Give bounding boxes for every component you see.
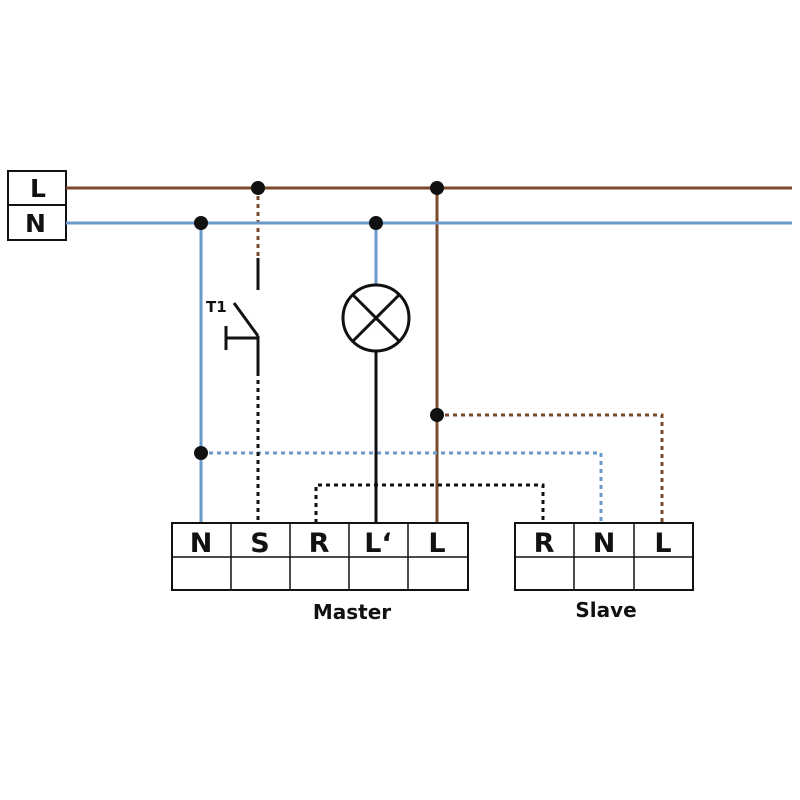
slave-terminal-l: L [654,528,671,559]
junction-dot [369,216,383,230]
junction-dot [430,181,444,195]
master-terminal-r: R [309,528,330,559]
junction-dots [194,181,444,460]
master-terminal-n: N [190,528,213,559]
slave-terminal-n: N [593,528,616,559]
lamp-cross-b [351,293,401,343]
phase-to-slave-l [437,413,664,523]
master-terminal-l-prime: L‘ [364,528,391,559]
junction-dot [194,446,208,460]
master-terminal-l: L [428,528,445,559]
junction-dot [194,216,208,230]
master-r-to-slave-r [314,483,545,523]
supply-labels: L N [7,170,67,241]
slave-terminal-block: R N L Slave [514,522,694,622]
junction-dot [430,408,444,422]
switch-label: T1 [206,298,227,316]
line-label: L [30,174,46,203]
slave-caption: Slave [575,598,636,622]
push-button-switch [224,258,260,372]
control-wiring [256,352,545,523]
junction-dot [251,181,265,195]
switch-blade [232,302,260,337]
master-terminal-block: N S R L‘ L Master [171,522,469,624]
slave-terminal-r: R [534,528,555,559]
master-caption: Master [313,600,391,624]
phase-wiring [66,186,792,523]
lamp-icon [341,283,411,353]
neutral-wiring [66,221,792,523]
master-terminal-s: S [250,528,269,559]
neutral-label: N [25,209,46,238]
neutral-to-slave-n [201,451,603,523]
neutral-label-box [7,204,67,241]
